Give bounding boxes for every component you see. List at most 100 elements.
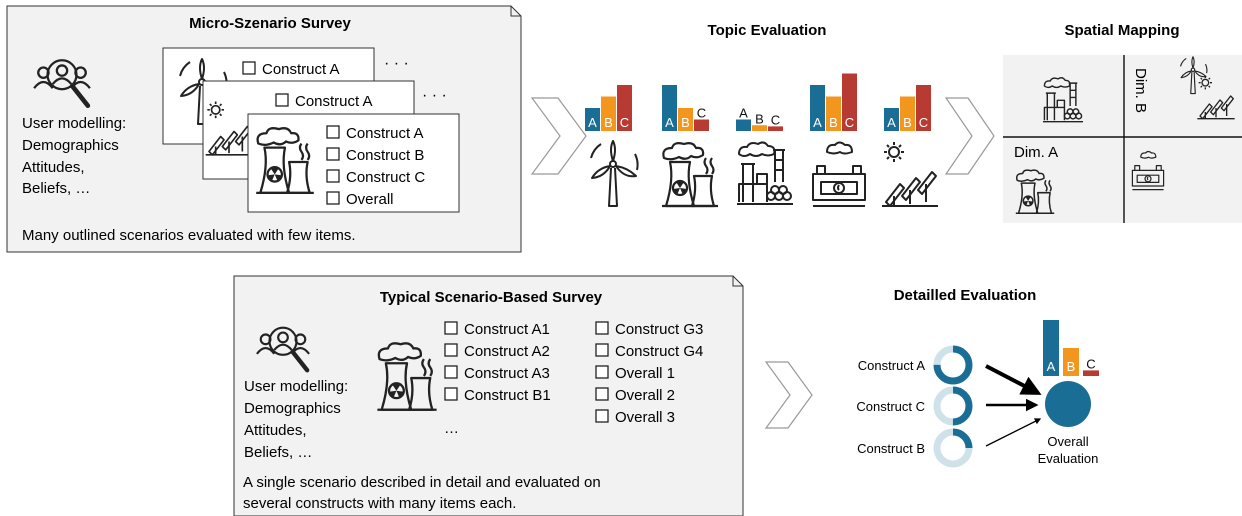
- topic-bar-label: A: [739, 106, 748, 121]
- topic-bar: [694, 119, 709, 131]
- checklist-item: Overall 3: [615, 409, 675, 426]
- construct-ring-fill: [933, 428, 973, 468]
- checkbox[interactable]: [275, 93, 289, 107]
- checklist-item: Construct B1: [464, 387, 551, 404]
- topic-bar: [842, 73, 857, 131]
- checklist-item: Overall 2: [615, 387, 675, 404]
- topic-bar-label: C: [697, 106, 706, 121]
- construct-ring-fill: [933, 345, 973, 385]
- checkbox[interactable]: [326, 125, 340, 139]
- topic-bar-label: B: [903, 115, 912, 130]
- typical-survey-title: Typical Scenario-Based Survey: [380, 289, 603, 306]
- nuclear-plant-icon: [660, 142, 720, 208]
- checklist-item: Construct B: [346, 147, 424, 164]
- topic-bar: [678, 108, 693, 131]
- svg-text:Beliefs, …: Beliefs, …: [22, 180, 90, 197]
- weighted-arrows: [985, 364, 1042, 447]
- svg-text:Demographics: Demographics: [244, 400, 341, 417]
- card2-item: Construct A: [295, 93, 373, 110]
- construct-ring-fill: [933, 386, 973, 426]
- ellipsis: · · ·: [422, 87, 447, 104]
- typical-caption: A single scenario described in detail an…: [243, 474, 601, 512]
- checkbox[interactable]: [326, 169, 340, 183]
- checkbox[interactable]: [242, 61, 256, 75]
- checkbox[interactable]: [444, 321, 458, 335]
- overall-evaluation-circle: [1045, 381, 1091, 427]
- checkbox[interactable]: [595, 387, 609, 401]
- checkbox[interactable]: [326, 147, 340, 161]
- topic-bar: [752, 125, 767, 131]
- spatial-mapping-title: Spatial Mapping: [1064, 22, 1179, 39]
- svg-text:Attitudes,: Attitudes,: [22, 159, 85, 176]
- micro-user-text: User modelling: Demographics Attitudes, …: [22, 115, 126, 197]
- topic-bar: [900, 96, 915, 131]
- checkbox[interactable]: [595, 365, 609, 379]
- checklist-item: Construct G3: [615, 321, 703, 338]
- topic-evaluation-title: Topic Evaluation: [708, 22, 827, 39]
- detail-bar: [1083, 370, 1099, 376]
- svg-text:A single scenario described in: A single scenario described in detail an…: [243, 474, 601, 491]
- construct-rings: Construct A Construct C Construct B: [856, 345, 973, 468]
- construct-label: Construct A: [858, 358, 926, 373]
- checkbox[interactable]: [595, 409, 609, 423]
- checkbox[interactable]: [595, 321, 609, 335]
- overall-evaluation-label: Overall Evaluation: [1038, 434, 1099, 466]
- topic-bar: [662, 85, 677, 131]
- svg-text:User modelling:: User modelling:: [22, 115, 126, 132]
- wind-turbine-icon: [590, 140, 639, 207]
- topic-bar-label: C: [771, 112, 780, 127]
- topic-bar: [585, 108, 600, 131]
- checkbox[interactable]: [444, 387, 458, 401]
- gas-plant-icon: [811, 141, 867, 208]
- topic-bar: [916, 85, 931, 131]
- topic-bar: [736, 119, 751, 131]
- dim-a-label: Dim. A: [1014, 144, 1058, 161]
- ellipsis: · · ·: [384, 55, 409, 72]
- typical-survey-panel: [233, 275, 744, 516]
- construct-label: Construct B: [857, 441, 925, 456]
- flow-chevron-1: [530, 97, 587, 175]
- checkbox[interactable]: [326, 191, 340, 205]
- topic-bar-label: A: [665, 115, 674, 130]
- detail-bar-label: C: [1086, 356, 1095, 371]
- topic-bar: [884, 108, 899, 131]
- topic-bar-label: C: [845, 115, 854, 130]
- dim-b-label: Dim. B: [1132, 68, 1149, 113]
- detail-bar: [1043, 320, 1059, 376]
- svg-text:Demographics: Demographics: [22, 137, 119, 154]
- typical-user-text: User modelling: Demographics Attitudes, …: [244, 378, 348, 461]
- typical-col1-more: …: [444, 420, 459, 437]
- topic-bar-label: C: [620, 115, 629, 130]
- checkbox[interactable]: [595, 343, 609, 357]
- solar-panel-icon: [881, 141, 939, 207]
- spatial-map: [1003, 55, 1242, 223]
- checkbox[interactable]: [444, 343, 458, 357]
- checklist-item: Overall: [346, 191, 394, 208]
- checklist-item: Construct C: [346, 169, 425, 186]
- topic-bar-label: A: [813, 115, 822, 130]
- svg-text:User modelling:: User modelling:: [244, 378, 348, 395]
- topic-bar: [617, 85, 632, 131]
- flow-chevron-3: [764, 361, 813, 429]
- topic-bar: [601, 96, 616, 131]
- checkbox[interactable]: [444, 365, 458, 379]
- topic-bar-label: A: [887, 115, 896, 130]
- topic-bar-label: C: [919, 115, 928, 130]
- svg-text:several constructs with many i: several constructs with many items each.: [243, 495, 516, 512]
- card1-item: Construct A: [262, 61, 340, 78]
- construct-label: Construct C: [856, 399, 925, 414]
- topic-bar-label: B: [681, 115, 690, 130]
- svg-text:Beliefs, …: Beliefs, …: [244, 444, 312, 461]
- scenario-card-3: [247, 113, 460, 213]
- detail-bar-label: A: [1047, 359, 1056, 374]
- checklist-item: Construct A2: [464, 343, 550, 360]
- detail-bar-label: B: [1067, 359, 1076, 374]
- topic-bar-label: B: [829, 115, 838, 130]
- topic-bar: [810, 85, 825, 131]
- detail-bar: [1063, 348, 1079, 376]
